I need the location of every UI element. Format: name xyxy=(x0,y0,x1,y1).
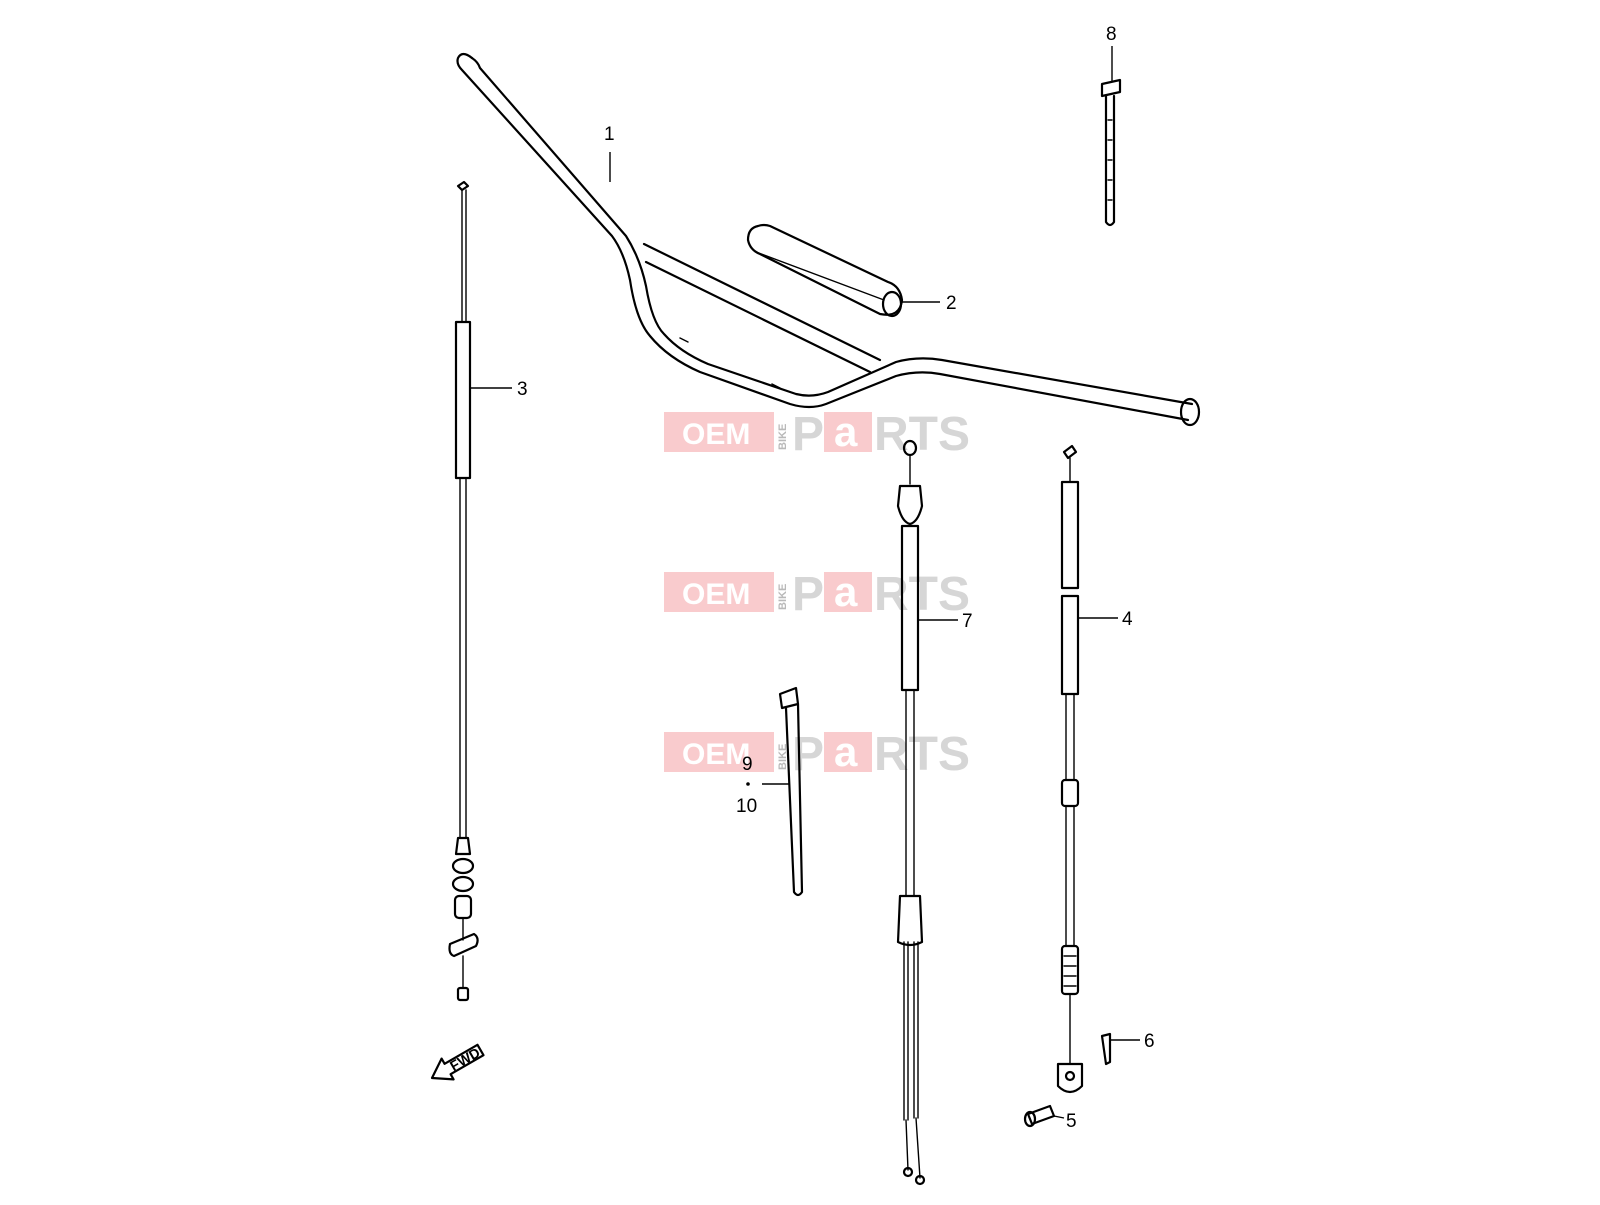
cable-4-adjuster xyxy=(1060,944,1080,996)
cable-3-part xyxy=(448,180,479,1002)
handlebar-outline-upper xyxy=(456,52,1190,422)
callout-9: 9 xyxy=(742,754,753,775)
watermark-bike: BIKE xyxy=(777,744,789,770)
watermark-bike: BIKE xyxy=(777,584,789,610)
watermark-oem: OEM xyxy=(682,418,750,451)
center-strap-head xyxy=(778,686,800,710)
handlebar-pad-part xyxy=(746,223,904,318)
watermark-box xyxy=(664,572,774,612)
cable-3-sheath-upper xyxy=(454,320,472,480)
cable-4-boot xyxy=(1060,778,1080,808)
watermark-1: OEM BIKE P a RTS xyxy=(664,408,970,461)
cable-4-sheath-mid xyxy=(1060,594,1080,696)
strap-head xyxy=(1100,78,1122,98)
cable-3-end xyxy=(456,986,470,1002)
cable-3-clamp xyxy=(448,932,479,958)
strap-teeth xyxy=(1107,119,1113,201)
cable-3-nut-2 xyxy=(451,875,475,893)
watermark-box xyxy=(664,412,774,452)
watermark-p: P xyxy=(792,408,824,461)
fwd-arrow-shape xyxy=(430,1043,485,1081)
callout-8: 8 xyxy=(1106,24,1117,45)
cable-7-end-a xyxy=(902,1166,914,1178)
cable-4-threads xyxy=(1063,955,1077,987)
fwd-label: FWD xyxy=(447,1044,483,1074)
handlebar-outline-lower xyxy=(470,56,1194,406)
cable-7-wires xyxy=(905,1117,921,1179)
cable-4-sheath-upper xyxy=(1060,480,1080,590)
pin-body xyxy=(1026,1104,1056,1126)
fwd-arrow: FWD xyxy=(430,1043,485,1081)
cable-3-nut-1 xyxy=(451,857,475,875)
pin-part xyxy=(1023,1104,1056,1128)
handlebar-crossbar-bottom xyxy=(644,260,872,374)
watermark-rts: RTS xyxy=(874,568,970,621)
watermark-2: OEM BIKE P a RTS xyxy=(664,568,970,621)
watermark-rts: RTS xyxy=(874,408,970,461)
tie-strap-center-part xyxy=(778,686,804,897)
callout-10: 10 xyxy=(736,796,757,817)
center-strap-body xyxy=(784,702,804,897)
cable-7-splitter xyxy=(896,894,924,947)
handlebar-crossbar-top xyxy=(642,242,882,362)
handlebar-part xyxy=(456,52,1201,427)
cable-7-housing xyxy=(905,689,915,897)
watermark-a: a xyxy=(834,408,858,455)
watermark-a: a xyxy=(834,728,858,775)
callout-2: 2 xyxy=(946,293,957,314)
watermark-box-a xyxy=(824,412,872,452)
tie-strap-part xyxy=(1100,78,1122,227)
watermark-a: a xyxy=(834,568,858,615)
strap-body xyxy=(1104,94,1116,227)
callout-4: 4 xyxy=(1122,609,1133,630)
pad-slit xyxy=(755,251,885,301)
watermark-p: P xyxy=(792,728,824,781)
watermark-rts: RTS xyxy=(874,728,970,781)
cable-7-top-end xyxy=(902,439,918,457)
watermark-box-a xyxy=(824,572,872,612)
cable-3-ferrule xyxy=(454,836,472,856)
watermark-oem: OEM xyxy=(682,738,750,771)
callout-3: 3 xyxy=(517,379,528,400)
callout-6: 6 xyxy=(1144,1031,1155,1052)
watermark-oem: OEM xyxy=(682,578,750,611)
cable-3-top-end xyxy=(456,180,470,192)
cable-4-part xyxy=(1056,444,1084,1094)
cable-7-sheath xyxy=(900,524,920,692)
cable-7-fitting xyxy=(896,484,924,526)
cable-3-housing xyxy=(459,477,467,839)
pad-body xyxy=(746,223,904,316)
cable-3-adjuster xyxy=(453,894,473,920)
cable-7-split-lines xyxy=(903,941,919,1121)
cable-3-inner-upper xyxy=(461,189,467,323)
cable-4-top-end xyxy=(1062,444,1078,460)
pin-head xyxy=(1023,1110,1037,1128)
watermark-p: P xyxy=(792,568,824,621)
watermark-box-a xyxy=(824,732,872,772)
callout-5: 5 xyxy=(1066,1111,1077,1132)
watermark-3: OEM BIKE P a RTS xyxy=(664,728,970,781)
cable-4-housing-upper xyxy=(1065,693,1075,781)
leader-5 xyxy=(1053,1115,1065,1119)
callout-7: 7 xyxy=(962,611,973,632)
callout-dot xyxy=(746,782,750,786)
cable-4-housing-lower xyxy=(1065,805,1075,947)
watermark-box xyxy=(664,732,774,772)
callout-1: 1 xyxy=(604,124,615,145)
callouts: 1 2 3 4 5 6 7 8 9 10 xyxy=(470,24,1155,1132)
watermark-bike: BIKE xyxy=(777,424,789,450)
handlebar-end xyxy=(1179,397,1201,427)
pad-end xyxy=(881,290,903,318)
clip-part xyxy=(1100,1032,1112,1066)
handlebar-marks xyxy=(679,337,781,389)
cable-4-clevis xyxy=(1056,1062,1084,1094)
cable-7-part xyxy=(896,439,926,1186)
cable-7-end-b xyxy=(914,1174,926,1186)
clip-body xyxy=(1100,1032,1112,1066)
cable-4-clevis-hole xyxy=(1064,1070,1076,1082)
